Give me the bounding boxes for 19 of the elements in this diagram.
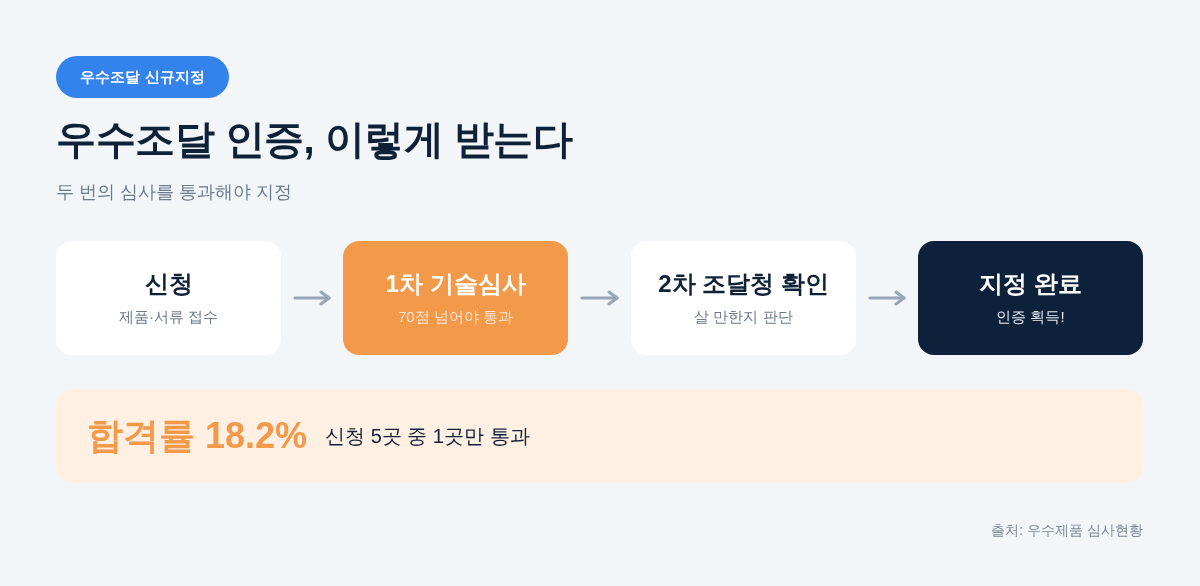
step-subtitle: 제품·서류 접수	[118, 307, 219, 327]
step-subtitle: 70점 넘어야 통과	[398, 307, 513, 327]
subtitle: 두 번의 심사를 통과해야 지정	[56, 181, 292, 204]
source-note: 출처: 우수제품 심사현황	[991, 521, 1143, 540]
step-box	[918, 241, 1143, 355]
pass-rate: 합격률 18.2%	[87, 414, 308, 458]
arrow	[868, 290, 906, 306]
step-title: 지정 완료	[979, 269, 1082, 299]
title: 우수조달 인증, 이렇게 받는다	[56, 116, 573, 163]
step-title: 1차 기술심사	[385, 269, 526, 299]
step-title: 신청	[144, 269, 193, 299]
arrow	[580, 290, 619, 306]
step-title: 2차 조달청 확인	[658, 269, 829, 299]
step-subtitle: 인증 획득!	[996, 307, 1065, 327]
stat-note: 신청 5곳 중 1곳만 통과	[325, 424, 530, 448]
arrow	[293, 290, 331, 306]
step-subtitle: 살 만한지 판단	[694, 307, 793, 327]
step-box	[343, 241, 568, 355]
pill-badge: 우수조달 신규지정	[56, 56, 229, 98]
